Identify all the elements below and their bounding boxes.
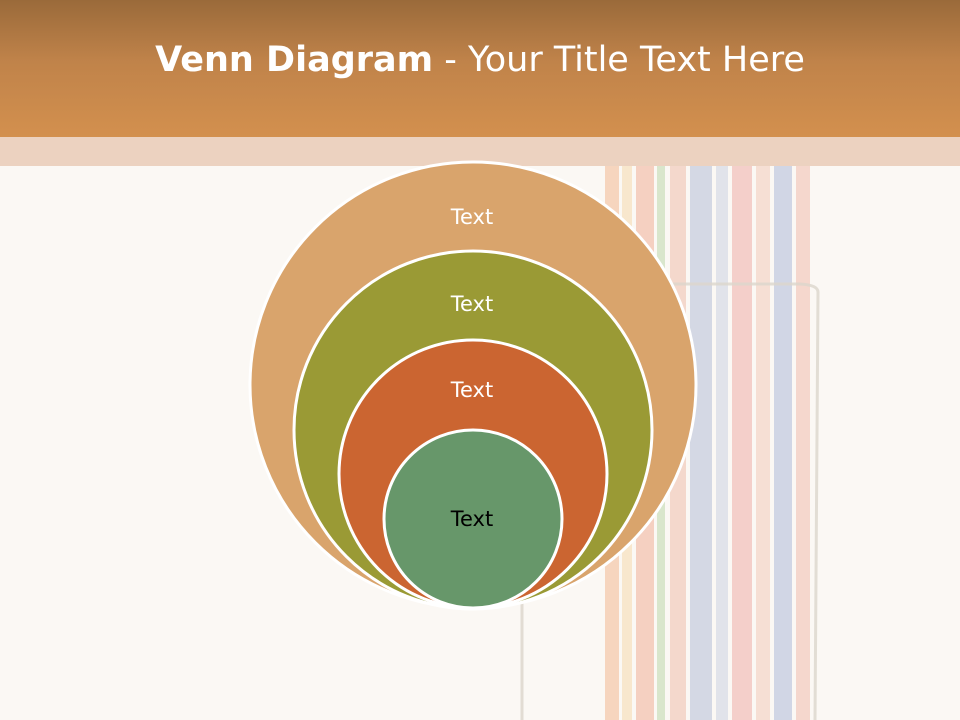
- circle-inner-shape: [382, 428, 564, 610]
- circle-inner[interactable]: Text: [382, 428, 564, 610]
- title-bar: [0, 0, 960, 137]
- slide-title-rest: - Your Title Text Here: [433, 40, 805, 80]
- slide-title-bold: Venn Diagram: [155, 40, 434, 80]
- slide-title: Venn Diagram - Your Title Text Here: [0, 40, 960, 80]
- circle-second-label: Text: [450, 292, 493, 316]
- circle-inner-label: Text: [450, 507, 493, 531]
- circle-outer-label: Text: [450, 205, 493, 229]
- circle-third-label: Text: [450, 378, 493, 402]
